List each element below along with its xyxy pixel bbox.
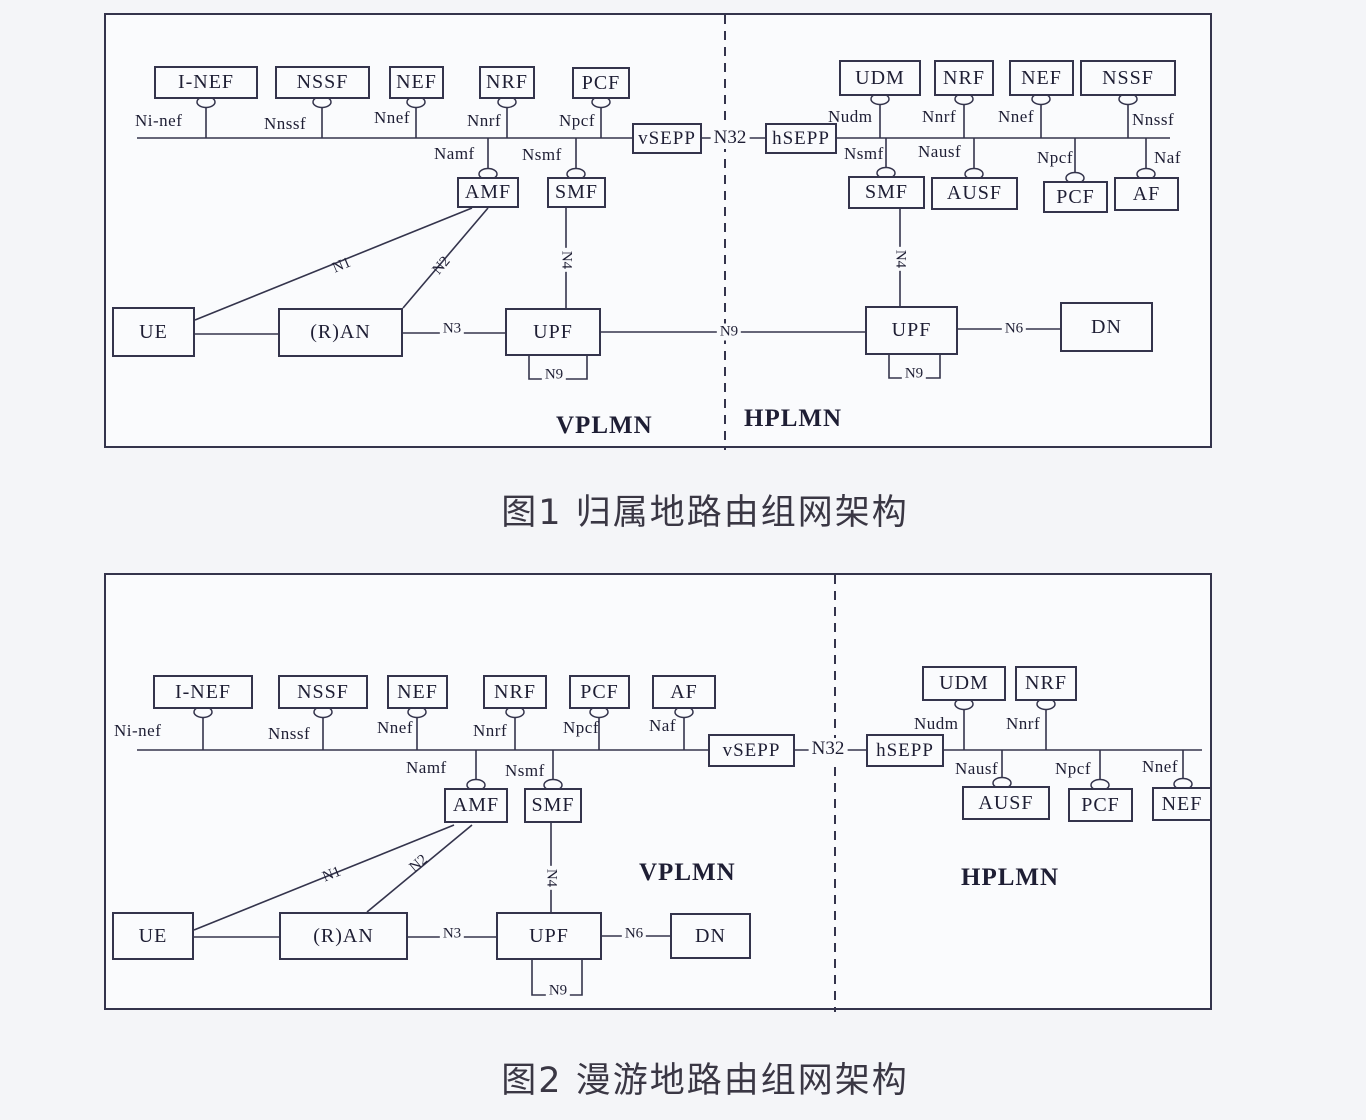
link-label-n3: N3 bbox=[439, 925, 465, 943]
bus-label-ninef: Ni-nef bbox=[135, 111, 183, 130]
node-pcf-h: PCF bbox=[1068, 788, 1133, 822]
bus-label-npcf-h: Npcf bbox=[1037, 148, 1073, 167]
bus-label-ninef: Ni-nef bbox=[114, 721, 162, 740]
region-label-hplmn: HPLMN bbox=[961, 864, 1060, 891]
region-label-hplmn: HPLMN bbox=[744, 405, 843, 432]
node-af: AF bbox=[1114, 177, 1179, 211]
node-ran: (R)AN bbox=[279, 912, 408, 960]
figure-2-caption: 图2 漫游地路由组网架构 bbox=[501, 1061, 909, 1101]
figure-1-caption: 图1 归属地路由组网架构 bbox=[501, 493, 909, 533]
node-nrf-h: NRF bbox=[1015, 666, 1077, 701]
node-ue: UE bbox=[112, 307, 195, 357]
node-ausf: AUSF bbox=[962, 786, 1050, 820]
node-af: AF bbox=[652, 675, 716, 709]
node-hsepp: hSEPP bbox=[866, 734, 944, 767]
node-ausf: AUSF bbox=[931, 177, 1018, 210]
node-inef: I-NEF bbox=[153, 675, 253, 709]
bus-label-nsmf: Nsmf bbox=[522, 145, 562, 164]
bus-label-namf: Namf bbox=[406, 758, 447, 777]
bus-label-nnssf-h: Nnssf bbox=[1132, 110, 1175, 129]
region-label-vplmn: VPLMN bbox=[639, 859, 736, 886]
diagram-1-connectors bbox=[137, 15, 1170, 450]
node-nssf: NSSF bbox=[275, 66, 370, 99]
node-smf: SMF bbox=[547, 177, 606, 208]
node-nssf: NSSF bbox=[278, 675, 368, 709]
bus-label-nsmf-h: Nsmf bbox=[844, 144, 884, 163]
link-label-n9-loop-v: N9 bbox=[541, 366, 567, 384]
node-inef: I-NEF bbox=[154, 66, 258, 99]
bus-label-npcf-h: Npcf bbox=[1055, 759, 1091, 778]
node-vsepp: vSEPP bbox=[708, 734, 795, 767]
bus-label-nudm: Nudm bbox=[914, 714, 959, 733]
bus-label-nsmf: Nsmf bbox=[505, 761, 545, 780]
region-label-vplmn: VPLMN bbox=[556, 412, 653, 439]
node-upf: UPF bbox=[496, 912, 602, 960]
bus-label-nnssf: Nnssf bbox=[268, 724, 311, 743]
bus-label-naf: Naf bbox=[649, 716, 676, 735]
node-pcf-h: PCF bbox=[1043, 181, 1108, 213]
link-label-n3: N3 bbox=[439, 320, 465, 338]
node-ue: UE bbox=[112, 912, 194, 960]
node-upf-v: UPF bbox=[505, 308, 601, 356]
link-label-n32: N32 bbox=[710, 127, 750, 149]
bus-label-nnrf: Nnrf bbox=[467, 111, 502, 130]
node-nrf: NRF bbox=[483, 675, 547, 709]
node-ran: (R)AN bbox=[278, 308, 403, 357]
bus-label-nnrf-h: Nnrf bbox=[922, 107, 957, 126]
link-label-n6: N6 bbox=[1001, 320, 1027, 338]
bus-label-namf: Namf bbox=[434, 144, 475, 163]
link-label-n4-v: N4 bbox=[557, 247, 575, 273]
link-label-n9-loop: N9 bbox=[545, 982, 571, 1000]
node-amf: AMF bbox=[444, 788, 508, 823]
bus-label-nnssf: Nnssf bbox=[264, 114, 307, 133]
link-label-n4: N4 bbox=[542, 865, 560, 891]
bus-label-nnef-h: Nnef bbox=[1142, 757, 1178, 776]
node-nef-h: NEF bbox=[1009, 60, 1074, 96]
node-hsepp: hSEPP bbox=[765, 123, 837, 154]
bus-label-nnef-h: Nnef bbox=[998, 107, 1034, 126]
node-upf-h: UPF bbox=[865, 306, 958, 355]
node-udm: UDM bbox=[922, 666, 1006, 701]
node-nef: NEF bbox=[389, 66, 444, 99]
link-label-n9-mid: N9 bbox=[716, 323, 742, 341]
bus-label-npcf: Npcf bbox=[563, 718, 599, 737]
bus-label-naf: Naf bbox=[1154, 148, 1181, 167]
diagram-1-home-routed: I-NEF NSSF NEF NRF PCF vSEPP hSEPP UDM N… bbox=[104, 13, 1212, 450]
bus-label-nnrf-h: Nnrf bbox=[1006, 714, 1041, 733]
node-vsepp: vSEPP bbox=[632, 123, 702, 154]
link-label-n4-h: N4 bbox=[891, 246, 909, 272]
link-label-n32: N32 bbox=[808, 738, 848, 760]
node-nef-h: NEF bbox=[1152, 787, 1212, 821]
node-pcf: PCF bbox=[569, 675, 630, 709]
bus-label-nnef: Nnef bbox=[374, 108, 410, 127]
bus-label-nausf: Nausf bbox=[918, 142, 962, 161]
bus-label-npcf: Npcf bbox=[559, 111, 595, 130]
node-nssf-h: NSSF bbox=[1080, 60, 1176, 96]
node-nrf-h: NRF bbox=[934, 60, 994, 96]
node-amf: AMF bbox=[457, 177, 519, 208]
node-dn: DN bbox=[670, 913, 751, 959]
node-smf-h: SMF bbox=[848, 176, 925, 209]
bus-label-nausf: Nausf bbox=[955, 759, 999, 778]
diagram-2-local-breakout: I-NEF NSSF NEF NRF PCF AF vSEPP hSEPP UD… bbox=[104, 573, 1212, 1012]
node-pcf: PCF bbox=[572, 67, 630, 99]
link-label-n9-loop-h: N9 bbox=[901, 365, 927, 383]
node-dn: DN bbox=[1060, 302, 1153, 352]
node-smf: SMF bbox=[524, 788, 582, 823]
bus-label-nnrf: Nnrf bbox=[473, 721, 508, 740]
bus-label-nudm: Nudm bbox=[828, 107, 873, 126]
link-label-n6: N6 bbox=[621, 925, 647, 943]
node-udm: UDM bbox=[839, 60, 921, 96]
bus-label-nnef: Nnef bbox=[377, 718, 413, 737]
node-nrf: NRF bbox=[479, 66, 535, 99]
node-nef: NEF bbox=[387, 675, 448, 709]
